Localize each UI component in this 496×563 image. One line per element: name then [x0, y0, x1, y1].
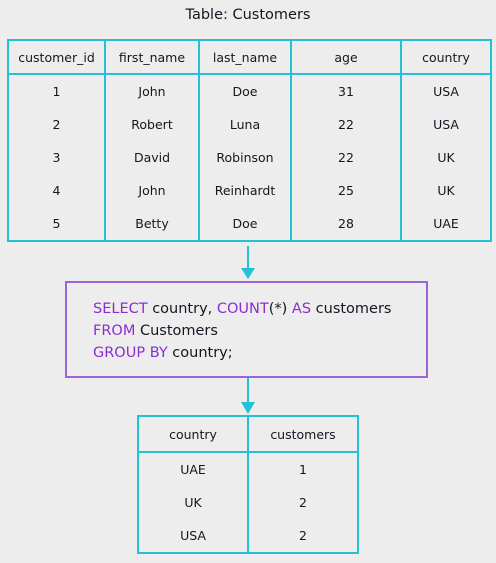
- column-header: last_name: [198, 39, 292, 75]
- table-cell: 1: [247, 452, 359, 486]
- column-header: customer_id: [7, 39, 106, 75]
- sql-query-box: SELECT country, COUNT(*) AS customers FR…: [65, 281, 428, 378]
- table-cell: Luna: [198, 108, 292, 141]
- table-cell: UK: [400, 174, 492, 207]
- table-cell: Reinhardt: [198, 174, 292, 207]
- sql-keyword: SELECT: [93, 301, 148, 317]
- table-cell: 1: [7, 74, 106, 108]
- sql-text: country,: [147, 301, 217, 317]
- table-cell: USA: [137, 519, 249, 554]
- sql-keyword: COUNT: [216, 301, 269, 317]
- table-cell: John: [104, 74, 200, 108]
- query-line: FROM Customers: [93, 320, 426, 342]
- table-header-row: customer_id first_name last_name age cou…: [7, 39, 492, 75]
- sql-text: Customers: [135, 323, 218, 339]
- table-cell: David: [104, 141, 200, 174]
- column-header: customers: [247, 415, 359, 453]
- table-cell: 25: [290, 174, 402, 207]
- table-row: 4 John Reinhardt 25 UK: [7, 174, 492, 207]
- table-cell: 5: [7, 207, 106, 242]
- table-cell: UAE: [137, 452, 249, 486]
- table-row: 1 John Doe 31 USA: [7, 74, 492, 108]
- sql-text: customers: [311, 301, 392, 317]
- table-row: USA 2: [137, 519, 359, 554]
- table-cell: Doe: [198, 207, 292, 242]
- table-cell: UK: [137, 486, 249, 519]
- table-row: 3 David Robinson 22 UK: [7, 141, 492, 174]
- table-cell: 2: [247, 486, 359, 519]
- table-cell: 31: [290, 74, 402, 108]
- table-cell: Robert: [104, 108, 200, 141]
- column-header: country: [137, 415, 249, 453]
- query-line: GROUP BY country;: [93, 342, 426, 364]
- table-cell: John: [104, 174, 200, 207]
- column-header: first_name: [104, 39, 200, 75]
- column-header: age: [290, 39, 402, 75]
- table-cell: Doe: [198, 74, 292, 108]
- table-cell: 2: [7, 108, 106, 141]
- diagram-title: Table: Customers: [185, 7, 311, 23]
- sql-keyword: FROM: [93, 323, 136, 339]
- table-cell: 22: [290, 141, 402, 174]
- table-header-row: country customers: [137, 415, 359, 453]
- table-cell: USA: [400, 108, 492, 141]
- result-table: country customers UAE 1 UK 2 USA 2: [137, 415, 359, 554]
- table-cell: UK: [400, 141, 492, 174]
- table-cell: 4: [7, 174, 106, 207]
- table-cell: UAE: [400, 207, 492, 242]
- sql-text: country;: [167, 345, 233, 361]
- table-cell: 22: [290, 108, 402, 141]
- table-cell: 28: [290, 207, 402, 242]
- sql-text: (*): [268, 301, 292, 317]
- arrow-down-icon: [241, 246, 255, 279]
- column-header: country: [400, 39, 492, 75]
- table-row: UK 2: [137, 486, 359, 519]
- arrow-down-icon: [241, 378, 255, 414]
- table-row: 2 Robert Luna 22 USA: [7, 108, 492, 141]
- sql-keyword: AS: [291, 301, 312, 317]
- table-cell: Betty: [104, 207, 200, 242]
- table-row: UAE 1: [137, 452, 359, 486]
- table-cell: USA: [400, 74, 492, 108]
- table-cell: Robinson: [198, 141, 292, 174]
- query-line: SELECT country, COUNT(*) AS customers: [93, 298, 426, 320]
- table-cell: 2: [247, 519, 359, 554]
- table-cell: 3: [7, 141, 106, 174]
- customers-table: customer_id first_name last_name age cou…: [7, 39, 492, 242]
- sql-keyword: GROUP BY: [93, 345, 168, 361]
- table-row: 5 Betty Doe 28 UAE: [7, 207, 492, 242]
